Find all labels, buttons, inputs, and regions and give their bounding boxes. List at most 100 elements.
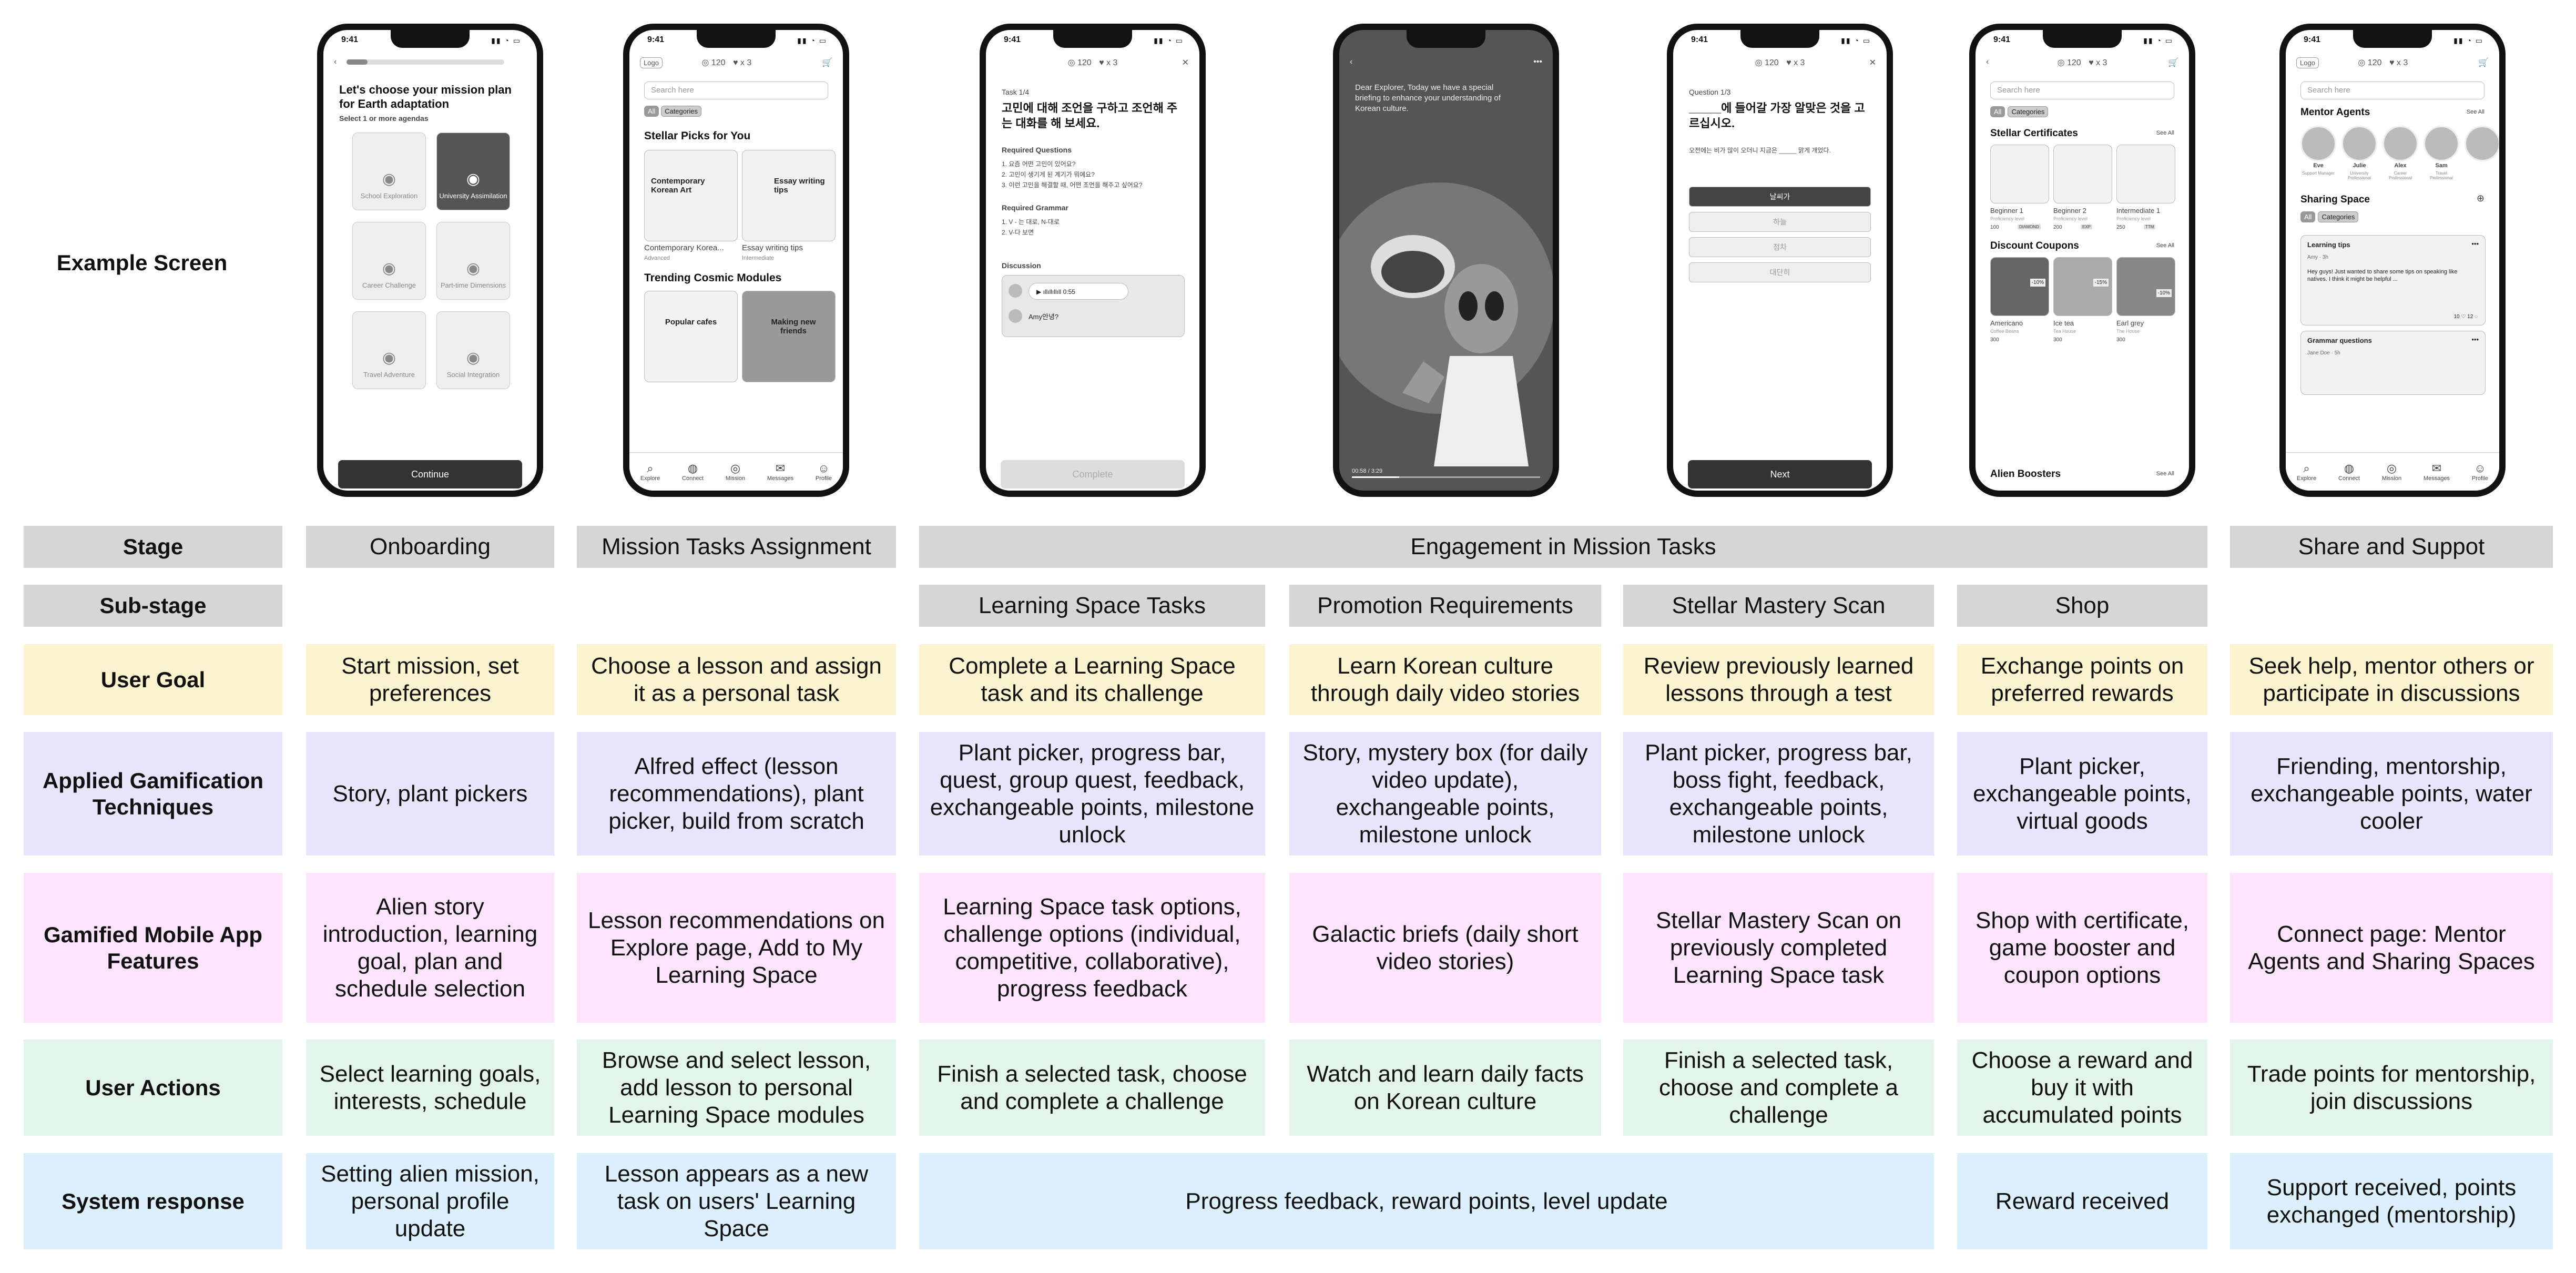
chip-categories[interactable]: Categories	[2008, 106, 2049, 117]
more-icon[interactable]: •••	[2471, 335, 2479, 343]
clock-icon: ◉	[466, 260, 481, 277]
agenda-tile[interactable]: ◉School Exploration	[352, 133, 426, 210]
see-all-link[interactable]: See All	[2156, 471, 2174, 477]
mentor-avatar[interactable]	[2465, 126, 2499, 161]
nav-profile[interactable]: ☺Profile	[2471, 462, 2489, 482]
see-all-link[interactable]: See All	[2466, 109, 2485, 115]
top-bar: Logo ◎ 120 ♥ x 3 🛒	[640, 57, 832, 73]
module-card[interactable]: Making new friends	[742, 291, 836, 382]
nav-mission[interactable]: ◎Mission	[2381, 462, 2402, 482]
status-icons: ▮▮ ◔ ▭	[2453, 36, 2483, 45]
row-label-sub-stage: Sub-stage	[24, 585, 282, 627]
agenda-tile[interactable]: ◉Social Integration	[436, 311, 510, 389]
agenda-tile[interactable]: ◉Part-time Dimensions	[436, 222, 510, 300]
required-grammar-label: Required Grammar	[1002, 203, 1068, 212]
mentor-avatar[interactable]	[2341, 126, 2377, 161]
nav-explore[interactable]: ⌕Explore	[640, 462, 660, 482]
coupon-card[interactable]: -15%	[2053, 257, 2112, 316]
hearts-value: x 3	[740, 58, 752, 67]
cart-icon[interactable]: 🛒	[2168, 58, 2178, 67]
feature-cell: Alien story introduction, learning goal,…	[306, 873, 554, 1023]
mentor-avatar[interactable]	[2382, 126, 2418, 161]
close-icon[interactable]: ✕	[1869, 58, 1876, 67]
cert-tag: DIAMOND	[2018, 225, 2041, 229]
back-icon[interactable]: ‹	[1350, 57, 1353, 66]
mentor-name: Eve	[2313, 162, 2324, 169]
audio-message[interactable]: ▶ ıllıllıllıll 0:55	[1029, 283, 1128, 300]
coupon-card[interactable]: -10%	[2116, 257, 2175, 316]
technique-cell: Plant picker, exchangeable points, virtu…	[1957, 732, 2207, 856]
technique-cell: Story, mystery box (for daily video upda…	[1289, 732, 1601, 856]
answer-option[interactable]: 점차	[1689, 237, 1871, 257]
answer-option[interactable]: 하늘	[1689, 212, 1871, 232]
user-action-cell: Finish a selected task, choose and compl…	[1623, 1040, 1934, 1136]
user-action-cell: Trade points for mentorship, join discus…	[2230, 1040, 2553, 1136]
search-input[interactable]: Search here	[644, 82, 828, 99]
alien-illustration	[1339, 182, 1553, 466]
answer-option-selected[interactable]: 날씨가	[1689, 187, 1871, 207]
more-icon[interactable]: •••	[1533, 57, 1542, 66]
system-response-cell: Lesson appears as a new task on users' L…	[577, 1153, 896, 1249]
certificate-card[interactable]	[2116, 145, 2175, 203]
complete-button[interactable]: Complete	[1001, 460, 1185, 488]
coupon-name: Ice tea	[2053, 319, 2074, 327]
agenda-tile[interactable]: ◉Travel Adventure	[352, 311, 426, 389]
nav-explore[interactable]: ⌕Explore	[2296, 462, 2317, 482]
answer-option[interactable]: 대단히	[1689, 262, 1871, 282]
close-icon[interactable]: ✕	[1182, 58, 1189, 67]
lesson-card[interactable]: Contemporary Korean Art	[644, 150, 738, 241]
status-icons: ▮▮ ◔ ▭	[1841, 36, 1871, 45]
back-icon[interactable]: ‹	[1986, 57, 1989, 66]
search-input[interactable]: Search here	[1990, 82, 2174, 99]
user-action-cell: Finish a selected task, choose and compl…	[919, 1040, 1265, 1136]
module-card[interactable]: Popular cafes	[644, 291, 738, 382]
search-input[interactable]: Search here	[2300, 82, 2485, 99]
add-icon[interactable]: ⊕	[2476, 193, 2485, 203]
back-icon[interactable]: ‹	[334, 57, 337, 66]
system-response-cell: Setting alien mission, personal profile …	[306, 1153, 554, 1249]
user-goal-cell: Choose a lesson and assign it as a perso…	[577, 644, 896, 715]
post-text: Hey guys! Just wanted to share some tips…	[2307, 269, 2458, 282]
nav-connect[interactable]: ◍Connect	[682, 462, 704, 482]
cert-sub: Proficiency level	[1990, 216, 2025, 221]
certificate-card[interactable]	[2053, 145, 2112, 203]
nav-mission[interactable]: ◎Mission	[725, 462, 746, 482]
chip-all[interactable]: All	[2300, 211, 2316, 222]
chip-categories[interactable]: Categories	[2318, 211, 2359, 222]
mentor-avatar[interactable]	[2300, 126, 2336, 161]
mentor-avatar[interactable]	[2424, 126, 2459, 161]
nav-messages[interactable]: ✉Messages	[2423, 462, 2450, 482]
cart-icon[interactable]: 🛒	[2478, 58, 2489, 67]
next-button[interactable]: Next	[1688, 460, 1872, 488]
see-all-link[interactable]: See All	[2156, 242, 2174, 249]
nav-connect[interactable]: ◍Connect	[2338, 462, 2360, 482]
coupon-card[interactable]: -10%	[1990, 257, 2049, 316]
section-title: Sharing Space	[2300, 194, 2370, 205]
lesson-card[interactable]: Essay writing tips	[742, 150, 836, 241]
phone-notch	[2043, 30, 2122, 48]
agenda-tile-selected[interactable]: ◉University Assimilation	[436, 133, 510, 210]
status-time: 9:41	[1004, 35, 1021, 44]
discussion-post[interactable]: Grammar questions ••• Jane Doe · 5h	[2300, 331, 2486, 395]
task-screen: 9:41 ▮▮ ◔ ▭ ◎ 120 ♥ x 3 ✕ Task 1/4 고민에 대…	[980, 24, 1206, 497]
connect-screen: 9:41 ▮▮ ◔ ▭ Logo ◎ 120 ♥ x 3 🛒 Search he…	[2279, 24, 2506, 497]
continue-button[interactable]: Continue	[338, 460, 522, 488]
filter-chips: All Categories	[1990, 106, 2049, 117]
certificate-card[interactable]	[1990, 145, 2049, 203]
nav-messages[interactable]: ✉Messages	[767, 462, 794, 482]
cart-icon[interactable]: 🛒	[822, 58, 832, 67]
agenda-tile[interactable]: ◉Career Challenge	[352, 222, 426, 300]
post-author: Jane Doe · 5h	[2307, 350, 2340, 356]
chip-all[interactable]: All	[644, 106, 659, 117]
chip-all[interactable]: All	[1990, 106, 2005, 117]
see-all-link[interactable]: See All	[2156, 130, 2174, 136]
more-icon[interactable]: •••	[2471, 240, 2479, 248]
briefcase-icon: ◉	[382, 260, 396, 277]
mentor-role: Career Professional	[2388, 171, 2412, 180]
video-progress[interactable]: 00:58 / 3:29	[1352, 468, 1540, 478]
chip-categories[interactable]: Categories	[661, 106, 701, 117]
nav-profile[interactable]: ☺Profile	[815, 462, 832, 482]
discussion-post[interactable]: Learning tips ••• Amy · 3h Hey guys! Jus…	[2300, 235, 2486, 325]
cert-points: 100	[1990, 225, 1999, 230]
task-counter: Task 1/4	[1002, 88, 1030, 96]
